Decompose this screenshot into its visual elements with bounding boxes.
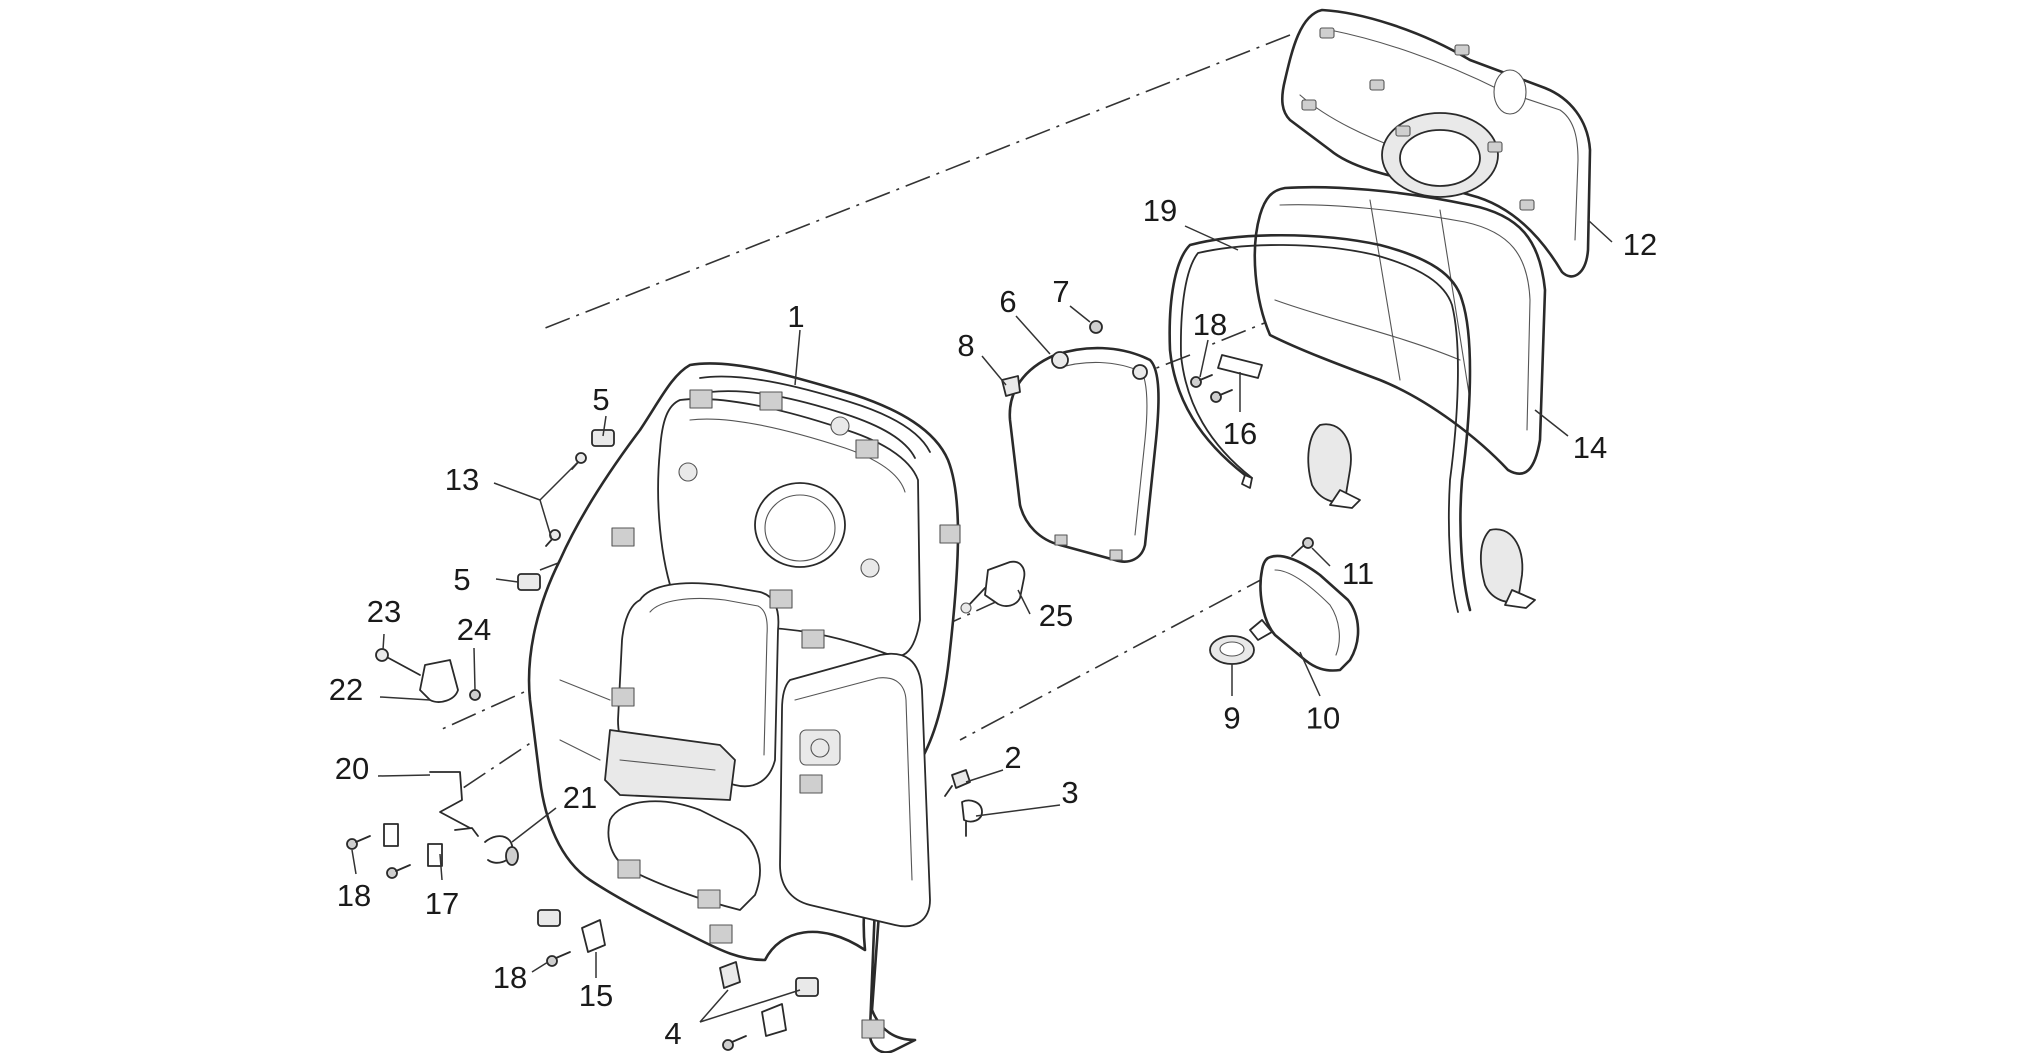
callout-5-lower: 5 [453,562,470,597]
callout-21: 21 [563,780,597,815]
part-9-grommet [1209,635,1255,665]
part-12-upper-shell [1280,8,1592,278]
leader-lines [351,219,1613,1023]
callout-4: 4 [664,1016,681,1051]
callout-2: 2 [1004,740,1021,775]
callout-15: 15 [579,978,613,1013]
callout-7: 7 [1052,274,1069,309]
callout-11: 11 [1342,556,1374,591]
callout-22: 22 [329,672,363,707]
callout-5-upper: 5 [592,382,609,417]
callout-10: 10 [1306,700,1340,735]
callout-23: 23 [367,594,401,629]
callout-8: 8 [957,328,974,363]
callout-9: 9 [1223,700,1240,735]
callout-14: 14 [1573,430,1607,465]
part-10-bracket-cover [1249,554,1360,672]
callout-labels: 1 2 3 4 5 5 6 7 8 9 10 11 12 13 14 15 16… [329,193,1657,1051]
callout-18-upper: 18 [1193,307,1227,342]
callout-12: 12 [1623,227,1657,262]
callout-3: 3 [1061,775,1078,810]
callout-18-left: 18 [337,878,371,913]
callout-20: 20 [335,751,369,786]
part-1-leg-shield [527,362,961,1053]
callout-16: 16 [1223,416,1257,451]
part-14-inner-panel [1253,185,1547,609]
part-6-cover-panel [1008,346,1160,563]
callout-1: 1 [787,299,804,334]
callout-25: 25 [1039,598,1073,633]
callout-6: 6 [999,284,1016,319]
part-19-edge-seal [1168,233,1472,613]
part-25-fastener [960,560,1026,614]
callout-19: 19 [1143,193,1177,228]
callout-18-bottom: 18 [493,960,527,995]
callout-13: 13 [445,462,479,497]
callout-17: 17 [425,886,459,921]
callout-24: 24 [457,612,491,647]
small-hardware [346,320,1314,1051]
